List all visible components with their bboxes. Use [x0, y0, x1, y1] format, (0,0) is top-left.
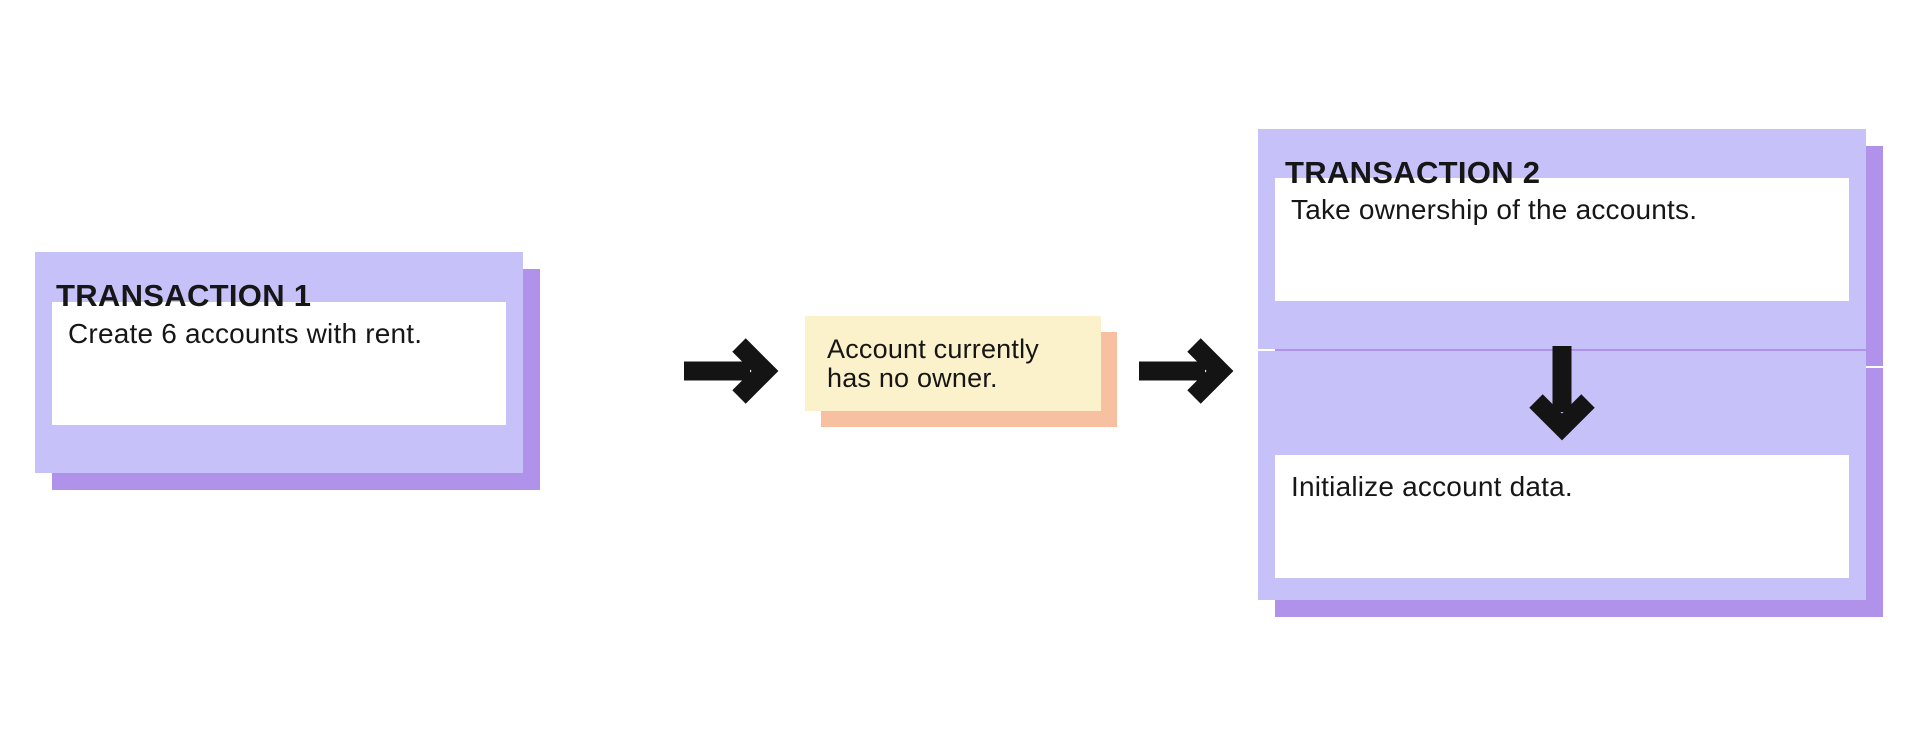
- transaction-2-step-1: Take ownership of the accounts.: [1275, 178, 1849, 301]
- arrow-down-icon: [1528, 344, 1596, 448]
- note-line-1: Account currently: [827, 333, 1039, 364]
- transaction-2-title: TRANSACTION 2: [1285, 155, 1541, 190]
- transaction-1-card: TRANSACTION 1 Create 6 accounts with ren…: [35, 252, 523, 473]
- transaction-2-card: TRANSACTION 2 Take ownership of the acco…: [1258, 129, 1866, 619]
- transaction-1-title: TRANSACTION 1: [56, 278, 312, 313]
- note-line-2: has no owner.: [827, 362, 998, 393]
- note-card: Account currently has no owner.: [805, 316, 1101, 411]
- arrow-right-icon: [682, 336, 782, 406]
- arrow-right-icon: [1137, 336, 1237, 406]
- transaction-1-step: Create 6 accounts with rent.: [52, 302, 506, 425]
- transaction-2-step-2: Initialize account data.: [1275, 455, 1849, 578]
- transaction-2-upper-section: TRANSACTION 2 Take ownership of the acco…: [1258, 129, 1866, 349]
